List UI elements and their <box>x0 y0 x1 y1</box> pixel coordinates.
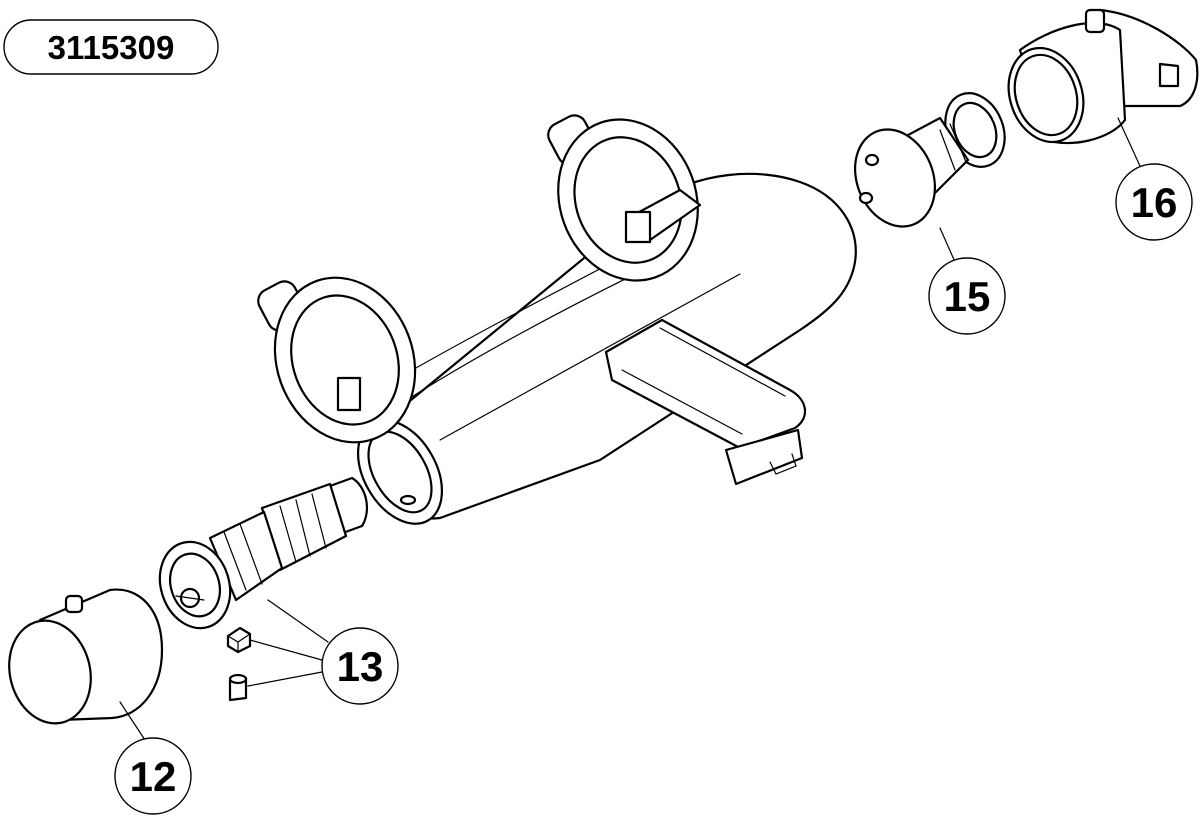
callout-15-label: 15 <box>944 273 991 320</box>
leader-lines <box>119 117 1141 741</box>
part-13-cartridge <box>158 476 369 702</box>
callout-13-label: 13 <box>337 643 384 690</box>
front-inlet <box>257 276 417 444</box>
callout-16: 16 <box>1115 163 1193 241</box>
part-16-handle <box>1007 8 1199 145</box>
mixer-body <box>356 172 857 525</box>
reference-badge-frame <box>3 19 219 75</box>
reference-badge: 3115309 <box>3 19 219 75</box>
part-15-cartridge <box>853 92 1006 228</box>
callout-13-circle <box>321 627 399 705</box>
callout-12: 12 <box>114 737 192 815</box>
callout-12-circle <box>114 737 192 815</box>
reference-number: 3115309 <box>48 29 175 66</box>
callout-16-label: 16 <box>1131 179 1178 226</box>
callout-15: 15 <box>928 257 1006 335</box>
callout-12-label: 12 <box>130 753 177 800</box>
part-12-handle <box>8 588 164 725</box>
rear-inlet <box>547 114 702 282</box>
callout-13: 13 <box>321 627 399 705</box>
callout-16-circle <box>1115 163 1193 241</box>
callout-15-circle <box>928 257 1006 335</box>
